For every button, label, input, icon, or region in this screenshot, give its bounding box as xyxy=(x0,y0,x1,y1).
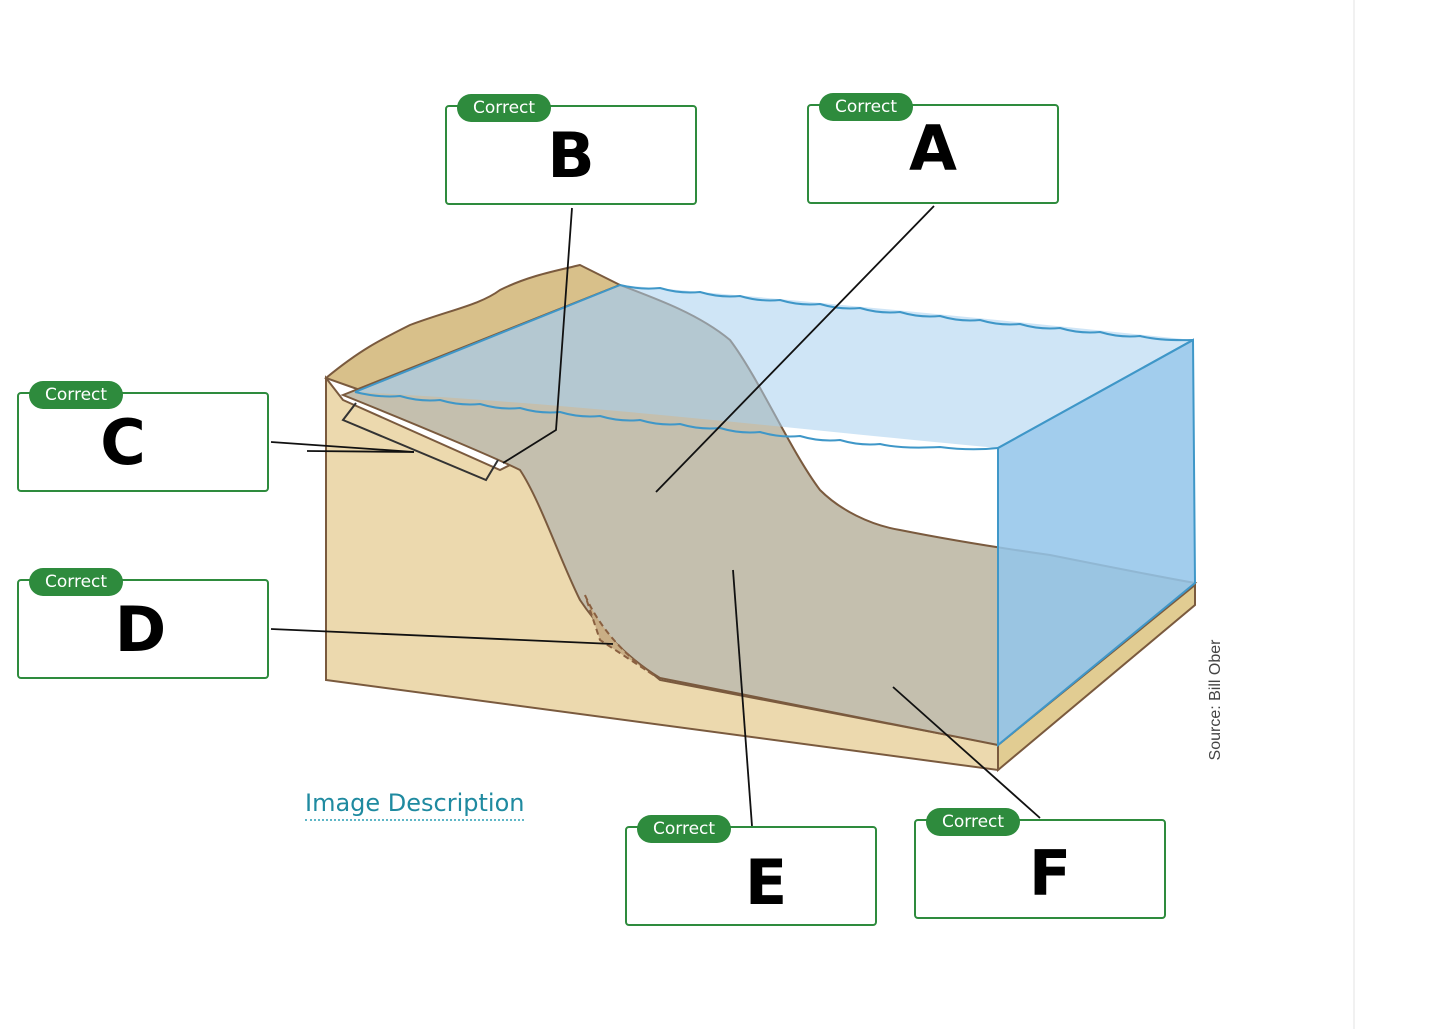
label-box-a[interactable]: Correct A xyxy=(807,93,1059,204)
label-box-c[interactable]: Correct C xyxy=(17,381,269,492)
water-surface-back xyxy=(619,284,1194,342)
correct-badge: Correct xyxy=(29,381,124,409)
leader-lines xyxy=(270,205,1041,827)
sediment-wedge xyxy=(584,594,656,677)
water-surface-front xyxy=(354,391,999,451)
coastal-land xyxy=(323,263,623,392)
label-box-e[interactable]: Correct E xyxy=(625,815,877,926)
correct-badge: Correct xyxy=(457,94,552,122)
water-volume xyxy=(355,285,1195,745)
answer-text: D xyxy=(114,593,167,666)
water-edge-left xyxy=(354,284,621,393)
label-box-b[interactable]: Correct B xyxy=(445,94,697,205)
correct-badge: Correct xyxy=(637,815,732,843)
panel-divider xyxy=(1353,0,1355,1029)
answer-text: A xyxy=(909,112,957,185)
correct-badge: Correct xyxy=(819,93,914,121)
label-box-d[interactable]: Correct D xyxy=(17,568,269,679)
label-box-f[interactable]: Correct F xyxy=(914,808,1166,919)
correct-badge: Correct xyxy=(926,808,1021,836)
answer-text: E xyxy=(744,846,788,919)
answer-text: B xyxy=(547,119,595,192)
sand-right-edge xyxy=(997,582,1196,773)
source-credit: Source: Bill Ober xyxy=(1207,639,1224,761)
answer-text: F xyxy=(1028,837,1072,910)
water-edge-right xyxy=(997,339,1194,449)
shelf-bracket xyxy=(341,402,499,482)
image-description-link[interactable]: Image Description xyxy=(305,789,525,821)
correct-badge: Correct xyxy=(29,568,124,596)
answer-text: C xyxy=(100,406,146,479)
